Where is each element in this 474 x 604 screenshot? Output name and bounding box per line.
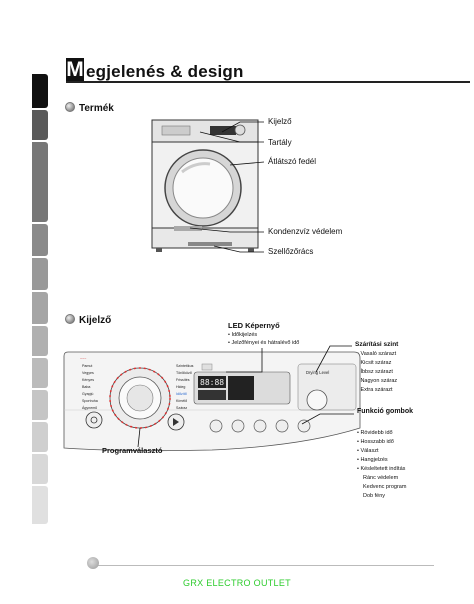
- dryer-container-drawer: [161, 125, 191, 136]
- section-heading-product: Termék: [65, 102, 114, 114]
- panel-program-label: Ágynemű: [82, 406, 98, 410]
- drying-level-item: • Kicsit száraz: [357, 360, 392, 366]
- panel-program-label: Gyapjú: [82, 392, 94, 396]
- side-tab[interactable]: [32, 454, 48, 484]
- title-underline: [66, 81, 470, 83]
- function-buttons-item: • Rövidebb idő: [357, 430, 393, 436]
- panel-program-label: Sportruha: [82, 399, 98, 403]
- function-buttons-item: • Késleltetett indítás: [357, 466, 406, 472]
- power-button[interactable]: [85, 411, 103, 429]
- side-tab[interactable]: [32, 110, 48, 140]
- label-vent: Szellőzőrács: [268, 247, 314, 256]
- label-condensate: Kondenzvíz védelem: [268, 227, 343, 236]
- function-buttons-title: Funkció gombok: [357, 408, 413, 415]
- drying-level-title: Szárítási szint: [355, 341, 399, 348]
- footer-dot-icon: [87, 557, 99, 569]
- led-item: • Jelzőfényei és hátralévő idő: [228, 340, 300, 346]
- dryer-door-glass: [172, 157, 234, 219]
- function-button[interactable]: [231, 419, 245, 433]
- title-text: egjelenés & design: [86, 62, 244, 81]
- side-tab[interactable]: [32, 292, 48, 324]
- function-button[interactable]: [253, 419, 267, 433]
- section-heading-display: Kijelző: [65, 314, 111, 326]
- condensate-flap: [174, 226, 202, 231]
- panel-program-label: Baba: [82, 385, 91, 389]
- svg-text:88:88: 88:88: [200, 378, 224, 387]
- panel-program-label: Kímélő: [176, 399, 188, 403]
- panel-program-label: Száraz: [176, 406, 188, 410]
- title-initial: M: [66, 58, 84, 82]
- door-reflection: [181, 162, 211, 174]
- function-button[interactable]: [275, 419, 289, 433]
- function-buttons-item: • Hosszabb idő: [357, 439, 394, 445]
- panel-program-label: Időzítő: [176, 392, 187, 396]
- panel-program-label: Hideg: [176, 385, 186, 389]
- vent-grille: [188, 242, 232, 246]
- side-tab[interactable]: [32, 74, 48, 108]
- function-button[interactable]: [297, 419, 311, 433]
- label-container: Tartály: [268, 138, 292, 147]
- section-heading-text: Kijelző: [79, 315, 112, 326]
- side-tab[interactable]: [32, 258, 48, 290]
- led-time-display: [198, 376, 226, 388]
- panel-program-label: Vegyes: [82, 371, 94, 375]
- function-buttons-item: Ránc védelem: [363, 475, 399, 481]
- side-tab[interactable]: [32, 224, 48, 256]
- panel-drying-level-label: Drying Level: [306, 370, 330, 375]
- program-dial-marks: [109, 367, 171, 429]
- panel-brand-mark: ~~~: [80, 357, 87, 361]
- function-button[interactable]: [209, 419, 223, 433]
- function-buttons-item: • Választ: [357, 448, 379, 454]
- drying-level-item: • Vasaló szárazt: [357, 351, 397, 357]
- led-item: • Időkijelzés: [228, 332, 258, 338]
- side-tab[interactable]: [32, 390, 48, 420]
- dryer-foot: [156, 248, 162, 252]
- function-buttons-item: Kedvenc program: [363, 484, 407, 490]
- label-display: Kijelző: [268, 117, 292, 126]
- dryer-illustration: [151, 119, 259, 252]
- program-selector-label: Programválasztó: [102, 446, 163, 455]
- function-buttons-item: Dob fény: [363, 493, 386, 499]
- dryer-display: [210, 126, 236, 135]
- dryer-foot: [248, 248, 254, 252]
- side-tab[interactable]: [32, 142, 48, 222]
- drying-level-item: • Extra szárazt: [357, 387, 393, 393]
- control-panel: 88:88: [63, 351, 361, 452]
- side-tab[interactable]: [32, 422, 48, 452]
- drying-level-item: • Nagyon száraz: [357, 378, 398, 384]
- panel-program-label: Frissítés: [176, 378, 190, 382]
- footer-divider: [90, 565, 434, 566]
- side-tab[interactable]: [32, 326, 48, 356]
- led-status-display: [228, 376, 254, 400]
- panel-program-label: Törölköző: [176, 371, 192, 375]
- panel-program-label: Pamut: [82, 364, 93, 368]
- section-bullet-icon: [65, 314, 75, 324]
- dryer-knob: [234, 124, 246, 136]
- drying-level-dial[interactable]: [306, 389, 328, 411]
- panel-program-label: Szintetikus: [176, 364, 194, 368]
- led-title: LED Képernyő: [228, 321, 280, 330]
- section-heading-text: Termék: [79, 103, 114, 114]
- function-buttons-item: • Hangjelzés: [357, 457, 388, 463]
- drying-level-item: • Íbbsz szárazt: [357, 369, 393, 375]
- footer-text: GRX ELECTRO OUTLET: [183, 578, 291, 588]
- panel-program-label: Kényes: [82, 378, 94, 382]
- section-bullet-icon: [65, 102, 75, 112]
- label-door: Átlátszó fedél: [268, 157, 317, 166]
- side-tab[interactable]: [32, 486, 48, 524]
- side-tab[interactable]: [32, 358, 48, 388]
